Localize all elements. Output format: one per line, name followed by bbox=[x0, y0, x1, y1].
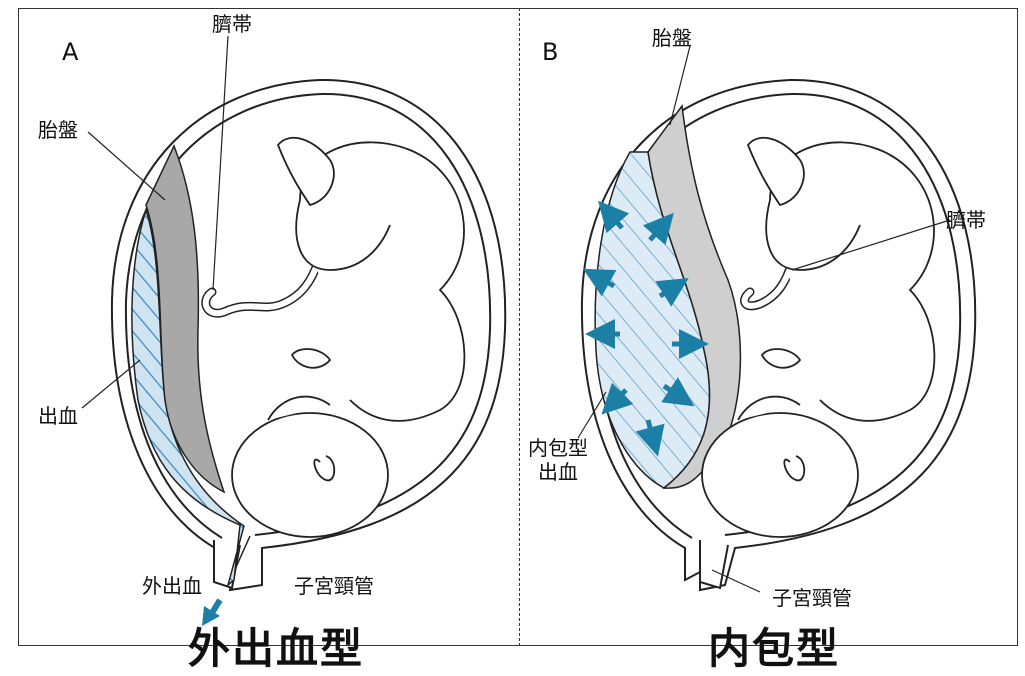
external-hemorrhage-label: 外出血 bbox=[142, 576, 202, 596]
cervical-canal-label-a: 子宮頸管 bbox=[294, 576, 374, 596]
placenta-label-b: 胎盤 bbox=[652, 28, 692, 48]
cervical-canal-label-b: 子宮頸管 bbox=[772, 588, 852, 608]
concealed-hemorrhage-label-line1: 内包型 bbox=[528, 438, 588, 458]
caption-a: 外出血型 bbox=[188, 628, 364, 670]
panel-b-drawing bbox=[578, 46, 975, 592]
hemorrhage-label-a: 出血 bbox=[38, 406, 78, 426]
caption-b: 内包型 bbox=[708, 628, 840, 670]
placenta-label-a: 胎盤 bbox=[38, 120, 78, 140]
umbilical-cord-label-b: 臍帯 bbox=[946, 210, 986, 230]
panel-a-letter: A bbox=[62, 40, 78, 64]
fetus-a bbox=[232, 138, 464, 537]
umbilical-cord-label-a: 臍帯 bbox=[212, 14, 252, 34]
arrow-down-left-icon bbox=[202, 600, 220, 626]
panel-a-drawing bbox=[82, 36, 505, 626]
panel-b-letter: B bbox=[542, 40, 558, 64]
concealed-hemorrhage-label-line2: 出血 bbox=[538, 462, 578, 482]
